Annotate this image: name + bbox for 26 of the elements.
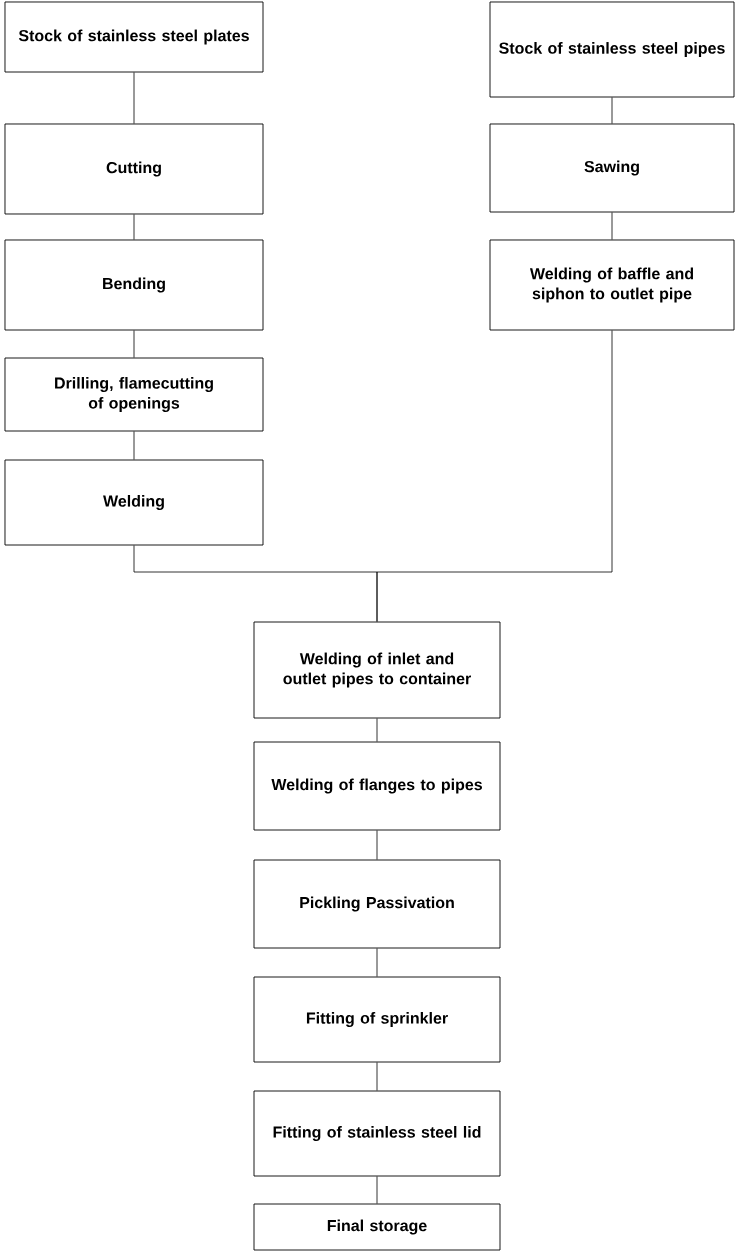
connector-line xyxy=(376,330,613,622)
connector-line xyxy=(376,948,378,977)
connector-line xyxy=(376,1062,378,1091)
process-box: Fitting of stainless steel lid xyxy=(253,1090,501,1177)
connector-line xyxy=(611,212,613,240)
connector-line xyxy=(133,72,135,124)
process-box: Cutting xyxy=(4,123,264,215)
process-box: Welding xyxy=(4,459,264,546)
process-box: Sawing xyxy=(489,123,735,213)
process-box: Welding of inlet and outlet pipes to container xyxy=(253,621,501,719)
process-box: Welding of baffle and siphon to outlet pipe xyxy=(489,239,735,331)
process-box: Stock of stainless steel plates xyxy=(4,1,264,73)
connector-line xyxy=(133,214,135,240)
process-box: Welding of flanges to pipes xyxy=(253,741,501,831)
process-box: Bending xyxy=(4,239,264,331)
connector-line xyxy=(611,97,613,124)
connector-line xyxy=(133,431,135,460)
process-box: Fitting of sprinkler xyxy=(253,976,501,1063)
connector-line xyxy=(133,330,135,358)
process-box: Drilling, flamecutting of openings xyxy=(4,357,264,432)
connector-line xyxy=(376,830,378,860)
connector-line xyxy=(376,718,378,742)
connector-line xyxy=(376,1176,378,1204)
process-box: Pickling Passivation xyxy=(253,859,501,949)
process-box: Final storage xyxy=(253,1203,501,1251)
process-box: Stock of stainless steel pipes xyxy=(489,1,735,98)
